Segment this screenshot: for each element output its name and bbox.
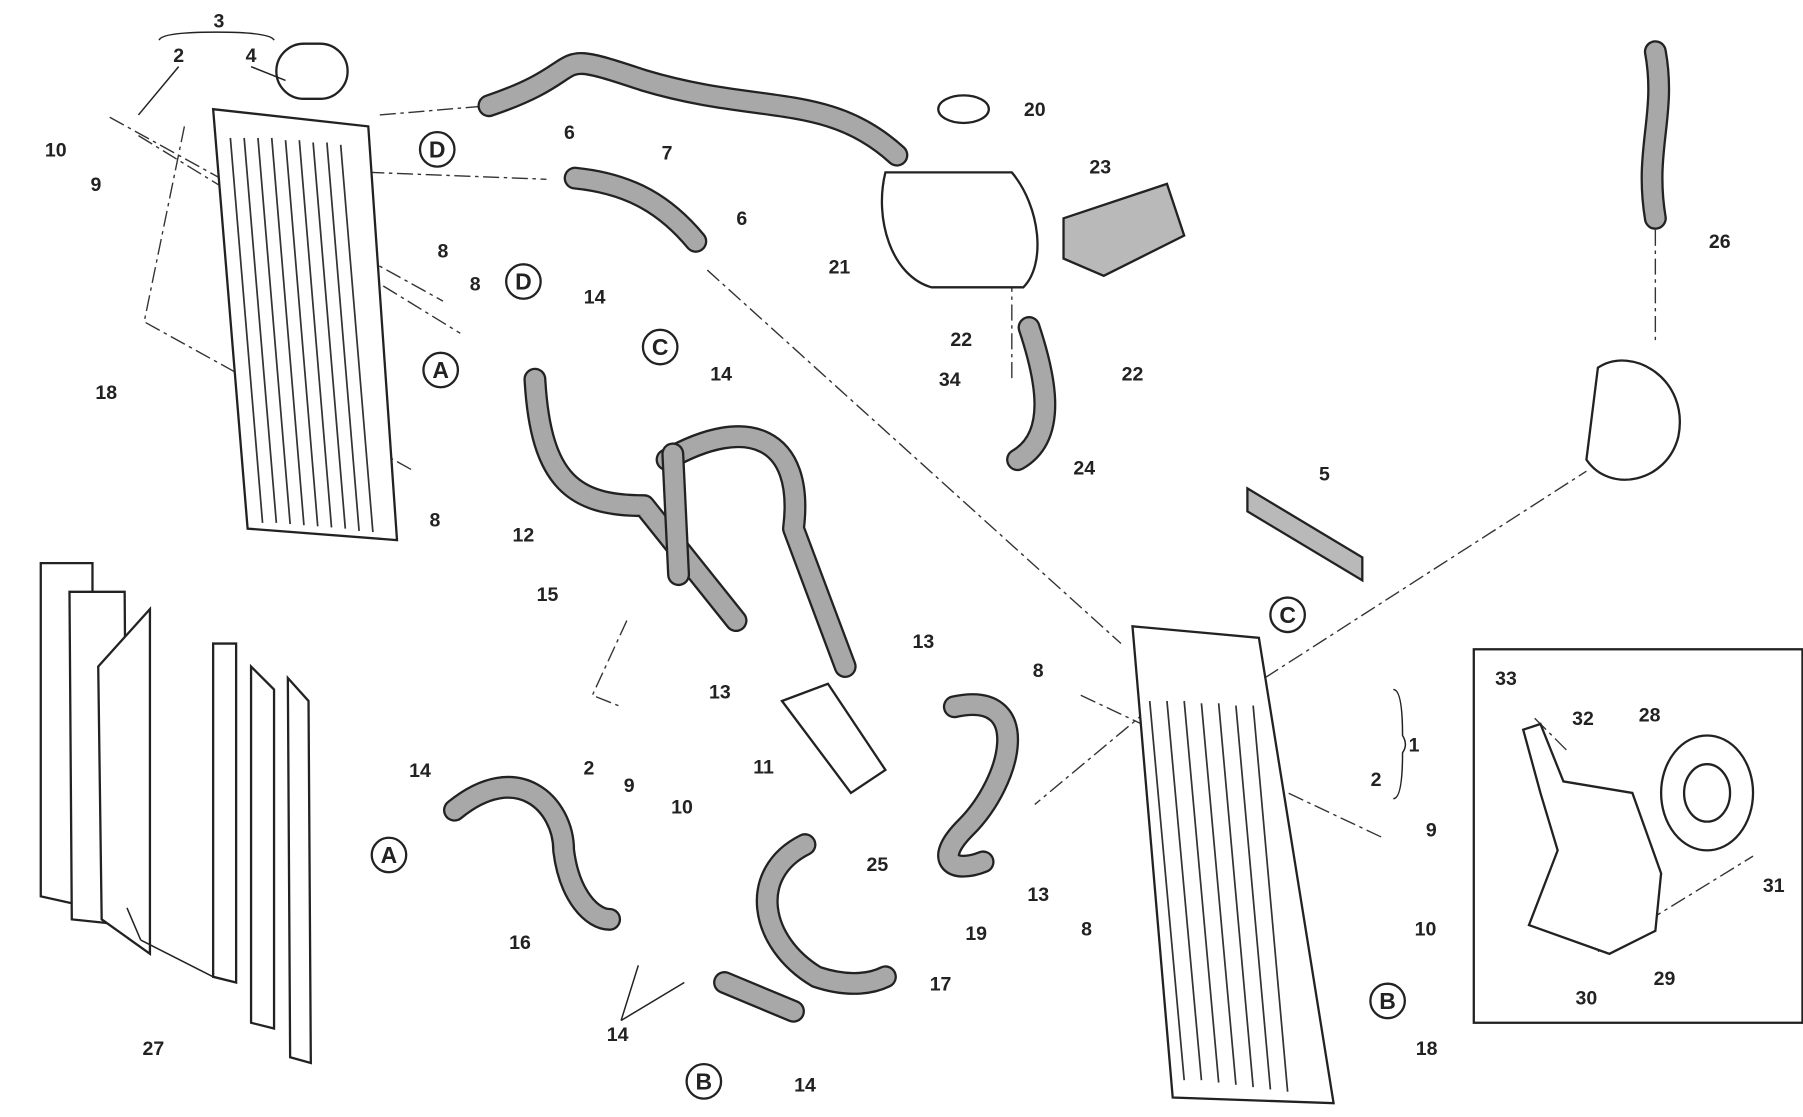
assembly-lines — [109, 105, 1754, 953]
left-radiator — [211, 42, 399, 542]
part-label: 9 — [624, 775, 635, 797]
bracket-3 — [158, 31, 275, 41]
part-label: 12 — [513, 524, 535, 546]
svg-text:A: A — [381, 842, 398, 868]
part-label: 28 — [1639, 705, 1661, 727]
part-label: 23 — [1089, 157, 1111, 179]
pad — [1062, 182, 1186, 278]
part-label: 4 — [246, 45, 257, 67]
part-label: 14 — [710, 363, 732, 385]
part-label: 32 — [1572, 708, 1594, 730]
expansion-tank — [880, 171, 1039, 289]
part-label: 9 — [90, 174, 101, 196]
part-label: 34 — [939, 369, 961, 391]
part-label: 15 — [537, 584, 559, 606]
hoses — [442, 40, 1671, 1023]
part-label: 20 — [1024, 99, 1046, 121]
part-label: 25 — [867, 854, 889, 876]
part-label: 18 — [95, 382, 117, 404]
part-label: 27 — [143, 1038, 165, 1060]
part-label: 8 — [1033, 660, 1044, 682]
part-label: 9 — [1426, 820, 1437, 842]
ref-B-right-radiator: B — [1369, 982, 1406, 1020]
part-label: 24 — [1073, 458, 1095, 480]
bracket-1 — [1393, 688, 1407, 800]
part-labels: 3 2 4 10 9 8 8 18 8 6 7 6 20 23 21 22 22… — [45, 11, 1785, 1097]
part-label: 21 — [829, 257, 851, 279]
part-label: 14 — [584, 286, 606, 308]
water-pump-cover — [1585, 359, 1681, 481]
part-label: 13 — [912, 631, 934, 653]
part-label: 5 — [1319, 463, 1330, 485]
part-label: 8 — [470, 274, 481, 296]
part-label: 8 — [438, 240, 449, 262]
ref-A-hose: A — [370, 836, 408, 874]
radiator-guards — [39, 561, 312, 1065]
part-label: 29 — [1654, 968, 1676, 990]
svg-text:B: B — [1379, 988, 1396, 1014]
part-label: 19 — [965, 923, 987, 945]
ref-D-left-radiator: D — [418, 131, 456, 168]
part-label: 18 — [1416, 1038, 1438, 1060]
part-label: 26 — [1709, 231, 1731, 253]
parts — [39, 94, 1803, 1065]
part-label: 10 — [1415, 918, 1437, 940]
fan-inset-box — [1472, 648, 1803, 1024]
part-label: 14 — [409, 760, 431, 782]
part-label: 2 — [1371, 769, 1382, 791]
part-label: 7 — [662, 143, 673, 165]
right-radiator — [1131, 625, 1335, 1105]
ref-C-hose: C — [641, 328, 679, 366]
svg-text:C: C — [1279, 602, 1296, 628]
thermostat-housing — [780, 682, 888, 795]
part-label: 31 — [1763, 875, 1785, 897]
ref-C-right-radiator: C — [1269, 596, 1307, 634]
ref-B-hose: B — [685, 1062, 723, 1100]
part-label: 14 — [607, 1024, 629, 1046]
foam-strip — [1246, 486, 1364, 583]
radiator-cap — [275, 42, 349, 100]
part-label: 17 — [930, 974, 952, 996]
svg-text:A: A — [432, 357, 449, 383]
part-label: 16 — [509, 932, 531, 954]
part-label: 10 — [45, 139, 67, 161]
svg-text:D: D — [429, 136, 446, 162]
svg-text:C: C — [652, 334, 669, 360]
part-label: 6 — [564, 122, 575, 144]
leader-lines — [126, 31, 1407, 1022]
part-label: 8 — [430, 509, 441, 531]
part-label: 2 — [583, 758, 594, 780]
part-label: 6 — [736, 208, 747, 230]
part-label: 2 — [173, 45, 184, 67]
part-label: 10 — [671, 797, 693, 819]
ref-A-left-radiator: A — [422, 351, 460, 389]
fan-bracket — [1521, 722, 1663, 956]
reference-markers: D A D C C A B B — [370, 131, 1406, 1100]
svg-text:B: B — [696, 1068, 713, 1094]
part-label: 30 — [1576, 987, 1598, 1009]
part-label: 33 — [1495, 668, 1517, 690]
part-label: 11 — [753, 756, 774, 778]
part-label: 14 — [794, 1075, 816, 1097]
part-label: 22 — [950, 329, 972, 351]
part-label: 13 — [709, 682, 731, 704]
part-label: 3 — [213, 11, 224, 33]
part-label: 8 — [1081, 918, 1092, 940]
tank-cap — [937, 94, 990, 125]
part-label: 1 — [1409, 735, 1420, 757]
svg-text:D: D — [515, 269, 532, 295]
ref-D-hose: D — [505, 263, 542, 300]
part-label: 13 — [1027, 884, 1049, 906]
part-label: 22 — [1122, 363, 1144, 385]
